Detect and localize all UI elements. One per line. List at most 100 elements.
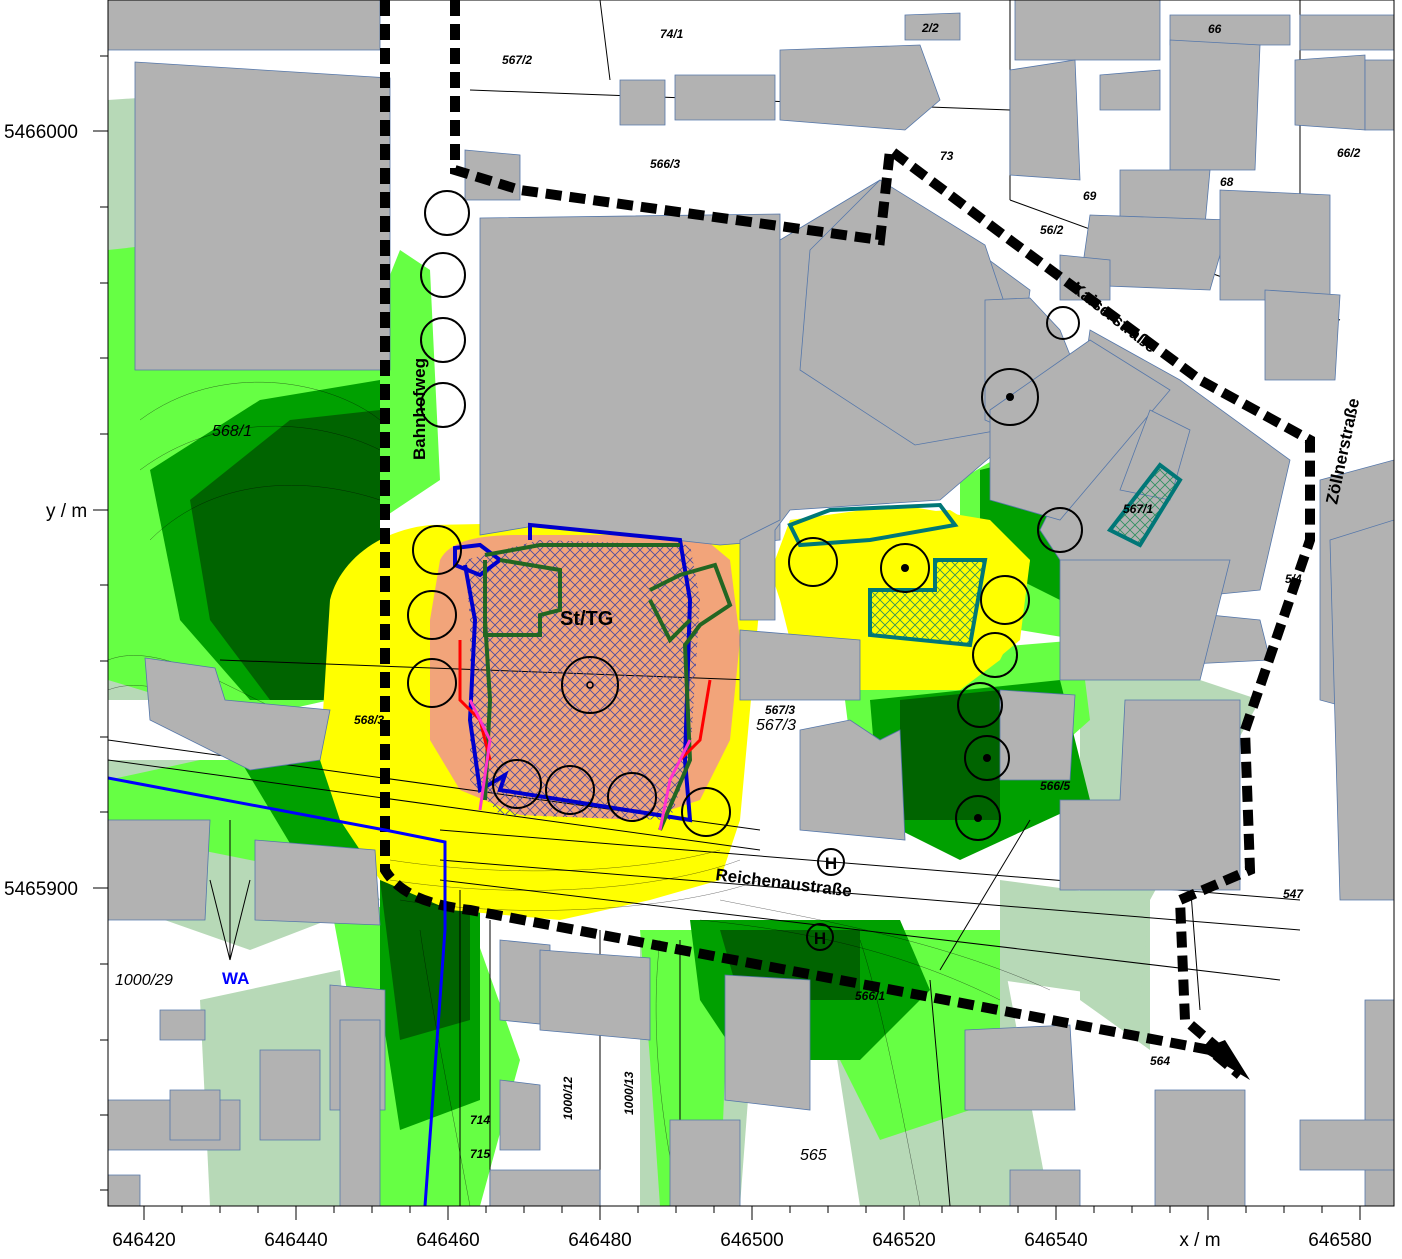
building xyxy=(674,74,776,121)
y-tick-label: 5465900 xyxy=(4,879,78,900)
building xyxy=(144,657,331,771)
parcel-label: 2/2 xyxy=(921,21,939,35)
building xyxy=(339,1019,381,1206)
parcel-label: 564 xyxy=(1150,1054,1170,1068)
building xyxy=(1364,59,1394,131)
parcel-label: 565 xyxy=(800,1147,827,1164)
parcel-label: 66/2 xyxy=(1337,146,1361,160)
parcel-label: 567/2 xyxy=(502,53,532,67)
bus-stop-icon: H xyxy=(817,848,845,876)
bus-stop-label: H xyxy=(814,929,826,948)
x-tick-label: 646420 xyxy=(112,1230,175,1251)
contour-darkgreen xyxy=(380,880,470,1040)
building xyxy=(669,1119,741,1206)
building xyxy=(169,1089,221,1141)
parcel-label: 547 xyxy=(1283,887,1304,901)
zone-label: WA xyxy=(222,969,249,988)
building xyxy=(904,12,961,41)
x-tick-label: 646480 xyxy=(568,1230,631,1251)
parcel-label: 566/3 xyxy=(650,157,680,171)
parcel-label: 568/1 xyxy=(212,423,252,440)
building xyxy=(499,1079,541,1151)
building xyxy=(259,1049,321,1141)
plan-boundary xyxy=(380,0,1315,1079)
plot-frame xyxy=(107,0,1395,1207)
bus-stop-label: H xyxy=(825,854,837,873)
building xyxy=(1299,1119,1394,1171)
x-axis xyxy=(143,1206,1361,1220)
buildings xyxy=(108,0,1394,1206)
map-area: H H St/TG WA 567/2 74/1 2/2 66 566/3 73 … xyxy=(108,0,1394,1206)
building xyxy=(1059,559,1231,681)
building xyxy=(1014,0,1161,61)
building xyxy=(799,179,1021,446)
parcel-label: 566/5 xyxy=(1040,779,1070,793)
parcel-label: 66 xyxy=(1208,22,1222,36)
building xyxy=(1299,14,1394,51)
building xyxy=(799,719,906,841)
x-tick-label: 646580 xyxy=(1308,1230,1371,1251)
parcel-label: 74/1 xyxy=(660,27,684,41)
building xyxy=(1169,14,1291,46)
y-axis-label: y / m xyxy=(46,501,87,522)
y-axis xyxy=(93,55,108,1191)
parcel-label: 568/3 xyxy=(354,713,384,727)
building xyxy=(619,79,666,126)
parcel-label: 567/3 xyxy=(765,703,795,717)
building xyxy=(779,44,941,131)
building xyxy=(489,1169,601,1206)
parcel-label: 68 xyxy=(1220,175,1234,189)
building xyxy=(1329,519,1394,901)
building xyxy=(999,689,1076,781)
x-tick-label: 646540 xyxy=(1024,1230,1087,1251)
bus-stop-icon: H xyxy=(806,923,834,951)
building xyxy=(1264,289,1341,381)
parcel-label: 73 xyxy=(940,149,954,163)
building xyxy=(108,0,381,51)
building xyxy=(1169,39,1261,171)
y-tick-label: 5466000 xyxy=(4,122,78,143)
building xyxy=(739,629,861,701)
building xyxy=(1009,1169,1081,1206)
x-tick-label: 646460 xyxy=(416,1230,479,1251)
building xyxy=(1364,999,1394,1206)
parcel-label: 566/1 xyxy=(855,989,885,1003)
parcel-label: 5/4 xyxy=(1285,572,1302,586)
parking-garage-source xyxy=(453,522,733,831)
building xyxy=(1059,699,1241,891)
area-label: St/TG xyxy=(560,608,613,630)
parcel-label: 715 xyxy=(470,1147,490,1161)
building xyxy=(1294,54,1366,131)
building xyxy=(1154,1089,1246,1206)
building xyxy=(1219,189,1331,301)
parcel-label: 1000/12 xyxy=(561,1076,575,1120)
building xyxy=(964,1024,1076,1111)
parcel-label: 69 xyxy=(1083,189,1097,203)
street-label: Bahnhofweg xyxy=(410,358,429,460)
parcel-label: 56/2 xyxy=(1040,223,1064,237)
x-tick-label: 646500 xyxy=(720,1230,783,1251)
building xyxy=(108,819,211,921)
contour-pale xyxy=(1000,880,1150,1000)
parcel-label: 1000/29 xyxy=(115,972,173,989)
trees xyxy=(407,190,1083,841)
building xyxy=(1009,59,1081,181)
parcel-label: 567/1 xyxy=(1123,502,1153,516)
building xyxy=(1099,69,1161,111)
parcel-label: 714 xyxy=(470,1113,490,1127)
contour-darkgreen xyxy=(900,690,1000,820)
x-axis-label: x / m xyxy=(1179,1230,1220,1251)
teal-source-areas xyxy=(787,462,1183,648)
building xyxy=(254,839,381,926)
parcel-label: 1000/13 xyxy=(622,1071,636,1115)
building xyxy=(479,213,781,546)
building xyxy=(108,1174,141,1206)
building xyxy=(724,974,811,1111)
building xyxy=(539,949,651,1041)
x-tick-label: 646440 xyxy=(264,1230,327,1251)
x-tick-label: 646520 xyxy=(872,1230,935,1251)
direction-arrow xyxy=(1200,1040,1250,1080)
tree-dots xyxy=(901,393,1014,822)
building xyxy=(159,1009,206,1041)
